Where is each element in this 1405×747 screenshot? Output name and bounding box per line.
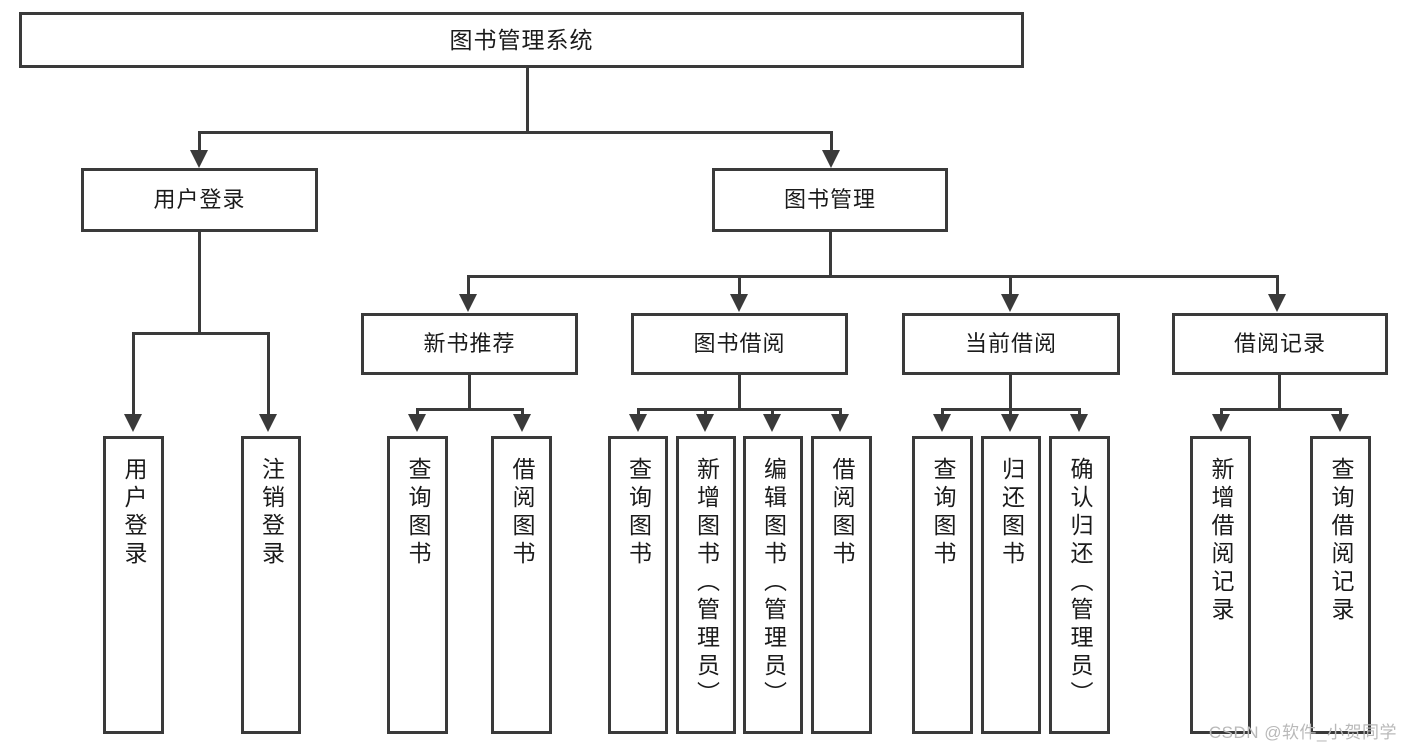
connector-book-management-stem	[829, 232, 832, 276]
node-borrow-record[interactable]: 借阅记录	[1172, 313, 1388, 375]
connector-book-borrow-bus	[637, 408, 842, 411]
node-label: 归还图书	[998, 457, 1025, 569]
node-leaf-return-book[interactable]: 归还图书	[981, 436, 1041, 734]
node-leaf-add-record[interactable]: 新增借阅记录	[1190, 436, 1251, 734]
node-label: 用户登录	[121, 457, 147, 569]
node-book-borrow[interactable]: 图书借阅	[631, 313, 848, 375]
connector-root-stem	[526, 68, 529, 132]
connector-borrow-record-bus	[1220, 408, 1342, 411]
connector-current-borrow-leaf2	[1009, 408, 1012, 418]
node-current-borrow[interactable]: 当前借阅	[902, 313, 1120, 375]
arrowhead-leaf-add-book	[696, 414, 714, 432]
node-label: 当前借阅	[964, 331, 1057, 356]
connector-book-borrow-leaf2	[704, 408, 707, 418]
connector-to-current-borrow	[1009, 275, 1012, 297]
connector-book-borrow-leaf1	[637, 408, 640, 418]
connector-borrow-record-leaf2	[1339, 408, 1342, 418]
node-label: 确认归还（管理员）	[1067, 457, 1093, 709]
node-label: 借阅记录	[1233, 331, 1326, 356]
arrowhead-leaf-user-login	[124, 414, 142, 432]
connector-new-book-recommend-bus	[416, 408, 524, 411]
node-leaf-add-book[interactable]: 新增图书（管理员）	[676, 436, 736, 734]
node-label: 借阅图书	[509, 457, 535, 569]
node-leaf-logout-login[interactable]: 注销登录	[241, 436, 301, 734]
arrowhead-leaf-query-book-3	[933, 414, 951, 432]
connector-to-book-borrow	[738, 275, 741, 297]
node-user-login[interactable]: 用户登录	[81, 168, 318, 232]
arrowhead-to-borrow-record	[1268, 294, 1286, 312]
node-label: 新增借阅记录	[1208, 457, 1234, 625]
node-label: 查询借阅记录	[1328, 457, 1354, 625]
node-label: 查询图书	[625, 457, 652, 569]
connector-borrow-record-stem	[1278, 375, 1281, 409]
node-label: 图书管理	[783, 187, 876, 212]
connector-book-borrow-leaf3	[771, 408, 774, 418]
node-label: 用户登录	[153, 187, 246, 212]
node-label: 编辑图书（管理员）	[760, 457, 787, 709]
csdn-watermark: CSDN @软件_小贺同学	[1208, 723, 1397, 742]
connector-user-login-bus	[132, 332, 269, 335]
node-label: 查询图书	[405, 457, 431, 569]
arrowhead-leaf-query-book-2	[629, 414, 647, 432]
arrowhead-to-book-borrow	[730, 294, 748, 312]
connector-book-borrow-stem	[738, 375, 741, 409]
connector-current-borrow-leaf3	[1078, 408, 1081, 418]
arrowhead-to-new-book-recommend	[459, 294, 477, 312]
connector-to-book-management	[830, 131, 833, 153]
node-label: 新书推荐	[423, 331, 516, 356]
node-label: 图书管理系统	[449, 26, 594, 53]
node-leaf-borrow-book-2[interactable]: 借阅图书	[811, 436, 872, 734]
node-leaf-query-book-2[interactable]: 查询图书	[608, 436, 668, 734]
node-root-book-management-system[interactable]: 图书管理系统	[19, 12, 1024, 68]
node-leaf-edit-book[interactable]: 编辑图书（管理员）	[743, 436, 803, 734]
node-label: 注销登录	[258, 457, 285, 569]
connector-new-book-recommend-leaf2	[521, 408, 524, 418]
node-label: 借阅图书	[829, 457, 855, 569]
arrowhead-leaf-borrow-book-1	[513, 414, 531, 432]
connector-to-new-book-recommend	[467, 275, 470, 297]
arrowhead-leaf-edit-book	[763, 414, 781, 432]
connector-book-borrow-leaf4	[839, 408, 842, 418]
connector-level3-bus	[467, 275, 1279, 278]
connector-borrow-record-leaf1	[1220, 408, 1223, 418]
connector-new-book-recommend-stem	[468, 375, 471, 409]
connector-user-login-leaf2	[267, 332, 270, 416]
connector-to-borrow-record	[1276, 275, 1279, 297]
connector-current-borrow-stem	[1009, 375, 1012, 409]
node-label: 新增图书（管理员）	[693, 457, 720, 709]
arrowhead-to-user-login	[190, 150, 208, 168]
arrowhead-leaf-query-record	[1331, 414, 1349, 432]
arrowhead-leaf-logout-login	[259, 414, 277, 432]
node-leaf-borrow-book-1[interactable]: 借阅图书	[491, 436, 552, 734]
connector-user-login-stem	[198, 232, 201, 333]
node-new-book-recommend[interactable]: 新书推荐	[361, 313, 578, 375]
arrowhead-to-current-borrow	[1001, 294, 1019, 312]
connector-user-login-leaf1	[132, 332, 135, 416]
node-leaf-user-login[interactable]: 用户登录	[103, 436, 164, 734]
arrowhead-to-book-management	[822, 150, 840, 168]
arrowhead-leaf-confirm-return	[1070, 414, 1088, 432]
node-book-management[interactable]: 图书管理	[712, 168, 948, 232]
node-leaf-query-record[interactable]: 查询借阅记录	[1310, 436, 1371, 734]
connector-to-user-login	[198, 131, 201, 153]
arrowhead-leaf-add-record	[1212, 414, 1230, 432]
node-leaf-confirm-return[interactable]: 确认归还（管理员）	[1049, 436, 1110, 734]
connector-new-book-recommend-leaf1	[416, 408, 419, 418]
node-leaf-query-book-3[interactable]: 查询图书	[912, 436, 973, 734]
connector-level2-bus	[198, 131, 833, 134]
arrowhead-leaf-return-book	[1001, 414, 1019, 432]
arrowhead-leaf-borrow-book-2	[831, 414, 849, 432]
node-label: 图书借阅	[693, 331, 786, 356]
node-label: 查询图书	[930, 457, 956, 569]
arrowhead-leaf-query-book-1	[408, 414, 426, 432]
node-leaf-query-book-1[interactable]: 查询图书	[387, 436, 448, 734]
connector-current-borrow-leaf1	[941, 408, 944, 418]
